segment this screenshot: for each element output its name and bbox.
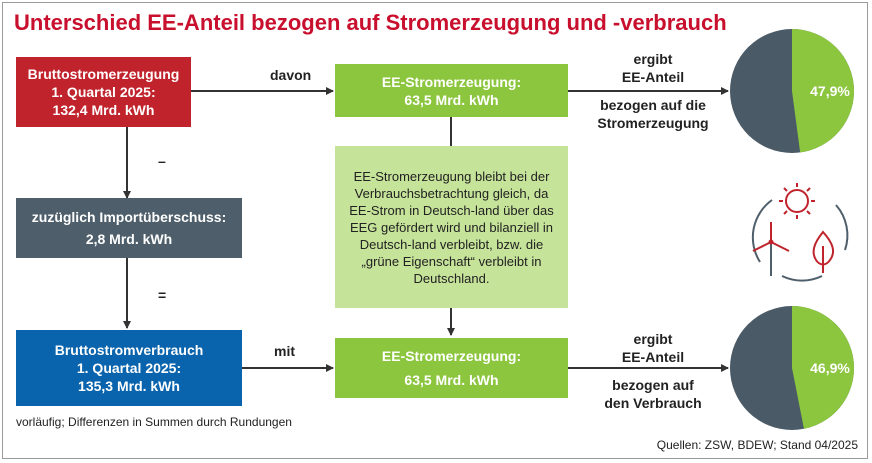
ee-generation-bottom-line2: 63,5 Mrd. kWh xyxy=(404,372,499,388)
box-gross-generation: Bruttostromerzeugung 1. Quartal 2025: 13… xyxy=(16,57,191,127)
source-note: Quellen: ZSW, BDEW; Stand 04/2025 xyxy=(656,438,858,452)
flame-leaf-icon xyxy=(812,230,835,273)
ee-generation-top-line1: EE-Stromerzeugung: xyxy=(381,73,522,90)
pie-top-label: 47,9% xyxy=(810,83,850,99)
gross-generation-line2: 1. Quartal 2025: xyxy=(51,84,156,100)
result-bottom-line4: den Verbrauch xyxy=(604,395,702,411)
box-explanation: EE-Stromerzeugung bleibt bei der Verbrau… xyxy=(335,146,568,308)
result-top: ergibt EE-Anteil bezogen auf die Stromer… xyxy=(588,50,718,132)
import-surplus-line1: zuzüglich Importüberschuss: xyxy=(31,209,227,225)
pie-top: 47,9% xyxy=(730,29,854,153)
sun-icon xyxy=(779,183,815,219)
box-import-surplus: zuzüglich Importüberschuss: 2,8 Mrd. kWh xyxy=(16,198,242,258)
gross-consumption-line2: 1. Quartal 2025: xyxy=(76,360,182,376)
result-top-line1: ergibt xyxy=(633,51,673,67)
connector-mit: mit xyxy=(274,343,295,359)
box-gross-consumption: Bruttostromverbrauch 1. Quartal 2025: 13… xyxy=(16,330,242,406)
pie-bottom-share xyxy=(792,306,855,429)
result-bottom-line2: EE-Anteil xyxy=(621,349,685,365)
ee-generation-top-line2: 63,5 Mrd. kWh xyxy=(404,91,499,108)
connector-minus: – xyxy=(158,153,166,169)
pie-bottom: 46,9% xyxy=(730,306,855,430)
gross-generation-line1: Bruttostromerzeugung xyxy=(27,66,180,82)
result-bottom-line3: bezogen auf xyxy=(612,377,694,393)
pie-top-share xyxy=(792,29,854,153)
cycle-arrows-icon xyxy=(751,199,773,263)
ee-generation-bottom-line1: EE-Stromerzeugung: xyxy=(381,348,522,364)
pie-bottom-label: 46,9% xyxy=(810,360,850,376)
result-top-line2: EE-Anteil xyxy=(621,69,685,85)
result-bottom-line1: ergibt xyxy=(633,331,673,347)
result-bottom: ergibt EE-Anteil bezogen auf den Verbrau… xyxy=(588,330,718,412)
result-top-line4: Stromerzeugung xyxy=(597,115,709,131)
gross-consumption-line1: Bruttostromverbrauch xyxy=(54,342,204,358)
gross-consumption-line3: 135,3 Mrd. kWh xyxy=(78,378,180,394)
result-top-line3: bezogen auf die xyxy=(600,97,706,113)
energy-icon-group xyxy=(751,183,849,282)
page-title: Unterschied EE-Anteil bezogen auf Strome… xyxy=(14,10,727,35)
connector-equals: = xyxy=(158,287,167,303)
box-ee-generation-bottom: EE-Stromerzeugung: 63,5 Mrd. kWh xyxy=(335,338,568,398)
wind-turbine-icon xyxy=(752,222,790,276)
connector-davon: davon xyxy=(270,67,312,83)
import-surplus-line2: 2,8 Mrd. kWh xyxy=(85,231,173,247)
footnote: vorläufig; Differenzen in Summen durch R… xyxy=(16,415,292,429)
gross-generation-line3: 132,4 Mrd. kWh xyxy=(52,102,155,118)
box-ee-generation-top: EE-Stromerzeugung: 63,5 Mrd. kWh xyxy=(335,64,568,117)
explanation-text: EE-Stromerzeugung bleibt bei der Verbrau… xyxy=(349,168,554,286)
